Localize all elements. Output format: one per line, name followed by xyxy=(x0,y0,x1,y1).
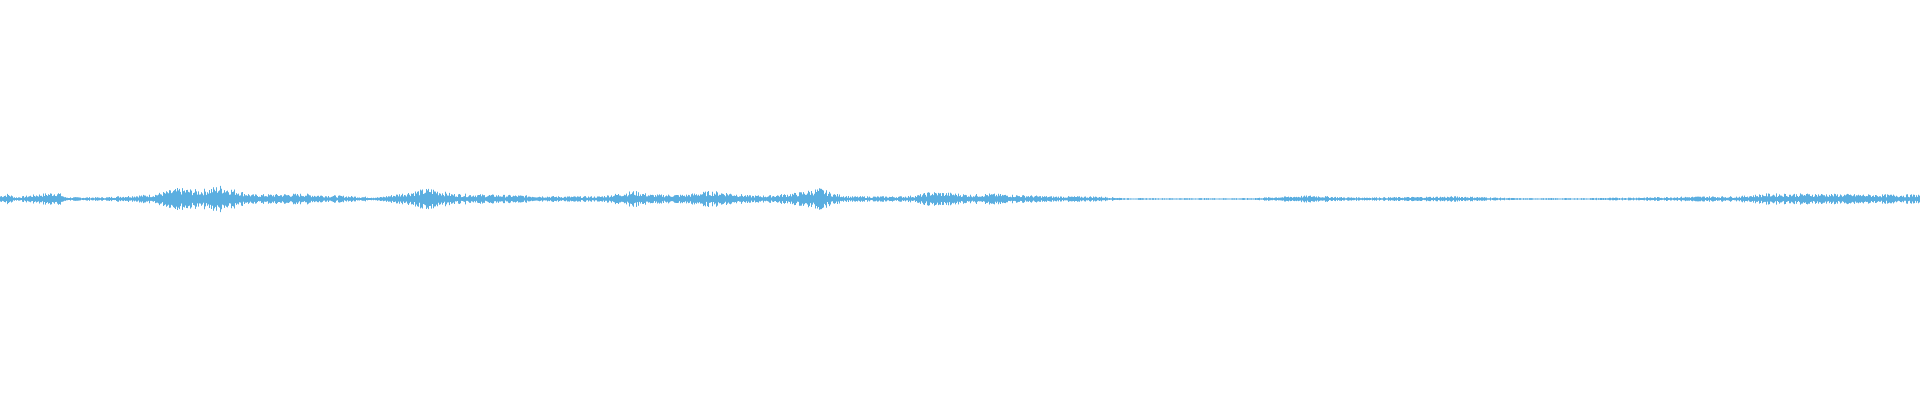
waveform-bars xyxy=(0,185,1920,213)
